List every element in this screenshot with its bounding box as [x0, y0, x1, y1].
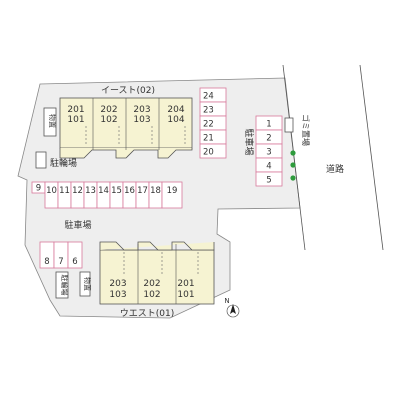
- storage-label-upper: 物置: [48, 114, 57, 128]
- parking-label-13: 13: [85, 186, 96, 196]
- parking-label-9: 9: [36, 184, 41, 194]
- building-east: [59, 97, 193, 159]
- parking-column-right: 1 2 3 4 5: [255, 115, 283, 187]
- parking-lower-left: 8 7 6: [39, 241, 83, 269]
- garbage-label: ゴミ置場: [301, 114, 311, 146]
- east-building-name: イースト(02): [101, 86, 155, 96]
- parking-label-14: 14: [98, 186, 109, 196]
- garbage-station: [284, 117, 294, 133]
- west-unit-1-lower: 103: [109, 290, 126, 300]
- parking-label-19: 19: [167, 186, 178, 196]
- east-unit-4-upper: 204: [167, 105, 184, 115]
- parking-label-23: 23: [203, 106, 214, 116]
- parking-column-east: 24 23 22 21 20: [199, 87, 227, 159]
- bicycle-shelter-lower: [55, 271, 69, 299]
- north-arrow-icon: [226, 304, 240, 318]
- east-unit-2-upper: 202: [100, 105, 117, 115]
- west-unit-1-upper: 203: [109, 279, 126, 289]
- storage-lower: [79, 271, 91, 297]
- parking-label-1: 1: [266, 120, 271, 130]
- east-unit-3-upper: 203: [133, 105, 150, 115]
- parking-label-5: 5: [266, 176, 271, 186]
- west-building-name: ウエスト(01): [120, 308, 174, 319]
- parking-row-middle: 9 10 11 12 13 14 15 16 17 18 19: [31, 181, 183, 209]
- parking-label-6: 6: [72, 257, 77, 267]
- parking-label-21: 21: [203, 134, 214, 144]
- bicycle-label-upper: 駐輪場: [50, 157, 77, 169]
- parking-label-right: 駐車場: [243, 128, 255, 155]
- parking-label-3: 3: [266, 148, 271, 158]
- parking-label-8: 8: [44, 257, 49, 267]
- parking-label-22: 22: [203, 120, 214, 130]
- parking-label-11: 11: [59, 186, 70, 196]
- tree-1: [290, 150, 296, 156]
- building-west: [99, 241, 215, 305]
- parking-space-19: [161, 181, 183, 209]
- storage-label-lower: 物置: [83, 277, 92, 291]
- parking-label-20: 20: [203, 148, 214, 158]
- parking-label-15: 15: [111, 186, 122, 196]
- parking-label-17: 17: [137, 186, 148, 196]
- road-line-right: [359, 64, 384, 251]
- parking-label-7: 7: [58, 257, 63, 267]
- storage-upper: [43, 107, 57, 137]
- east-unit-1-upper: 201: [67, 105, 84, 115]
- parking-label-24: 24: [203, 92, 214, 102]
- parking-label-2: 2: [266, 134, 271, 144]
- east-unit-3-lower: 103: [133, 115, 150, 125]
- parking-label-4: 4: [266, 162, 271, 172]
- parking-label-center: 駐車場: [64, 219, 91, 231]
- parking-space-6: [67, 241, 83, 269]
- parking-label-18: 18: [150, 186, 161, 196]
- road-line-left: [282, 64, 306, 251]
- east-unit-4-lower: 104: [167, 115, 184, 125]
- east-unit-1-lower: 101: [67, 115, 84, 125]
- bicycle-label-lower: 駐輪場: [60, 275, 69, 296]
- west-unit-3-lower: 101: [177, 290, 194, 300]
- west-unit-3-upper: 201: [177, 279, 194, 289]
- parking-space-20: [199, 143, 227, 159]
- parking-space-5: [255, 171, 283, 187]
- tree-3: [290, 175, 296, 181]
- west-unit-2-upper: 202: [143, 279, 160, 289]
- west-unit-2-lower: 102: [143, 290, 160, 300]
- east-unit-2-lower: 102: [100, 115, 117, 125]
- parking-label-12: 12: [72, 186, 83, 196]
- parking-label-10: 10: [46, 186, 57, 196]
- tree-2: [290, 162, 296, 168]
- north-label: N: [224, 297, 229, 305]
- road-label: 道路: [326, 163, 344, 175]
- parking-label-16: 16: [124, 186, 135, 196]
- bicycle-shelter-upper: [35, 151, 47, 169]
